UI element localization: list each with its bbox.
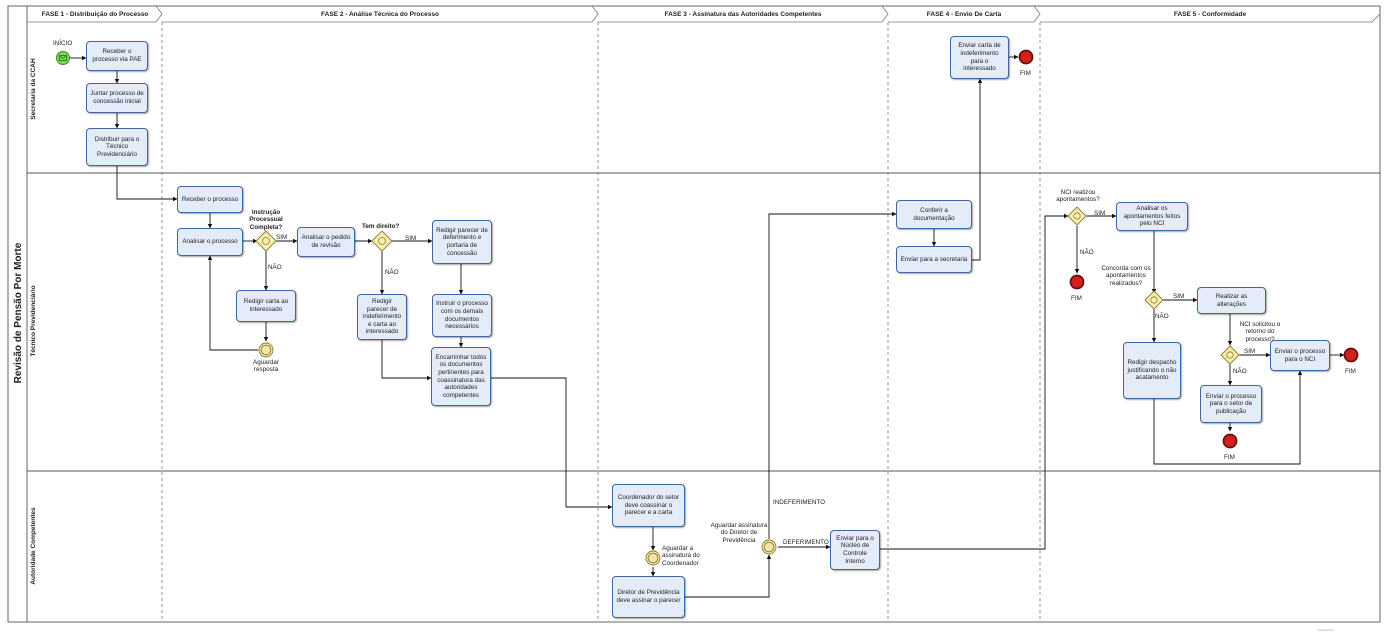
label-nao-direito: NÃO bbox=[385, 269, 399, 276]
phase-title-3: FASE 3 - Assinatura das Autoridades Comp… bbox=[664, 11, 822, 18]
lane-title-autoridades: Autoridade Competentes bbox=[30, 507, 37, 585]
task-receber-processo: Receber o processo bbox=[177, 186, 243, 213]
powered-by: Powered by bbox=[1318, 628, 1334, 632]
task-distribuir: Distribuir para o Técnico Previdenciário bbox=[86, 128, 148, 166]
intermediate-events bbox=[258, 342, 777, 566]
label-indeferimento: INDEFERIMENTO bbox=[773, 499, 826, 506]
phase-title-4: FASE 4 - Envio De Carta bbox=[926, 11, 1002, 18]
task-redigir-parecer-deferimento: Redigir parecer de deferimento e portari… bbox=[432, 220, 492, 264]
gateway-markers bbox=[262, 212, 1234, 359]
task-encaminhar-documentos: Encaminhar todos os documentos pertinent… bbox=[431, 347, 491, 406]
label-deferimento: DEFERIMENTO bbox=[783, 539, 829, 546]
label-nci-realizou: NCI realizou apontamentos? bbox=[1056, 189, 1100, 204]
label-nci-solicitou: NCI solicitou o retorno do processo? bbox=[1239, 321, 1281, 343]
task-redigir-carta: Redigir carta ao interessado bbox=[236, 290, 296, 322]
label-instrucao-processual: Instrução Processual Completa? bbox=[249, 209, 283, 231]
lane-title-tecnico: Técnico Previdenciário bbox=[30, 285, 37, 357]
task-enviar-processo-nci: Enviar o processo para o NCI bbox=[1270, 340, 1330, 371]
task-redigir-parecer-indeferimento: Redigir parecer de indeferimento e carta… bbox=[357, 294, 407, 340]
task-redigir-despacho: Redigir despacho justificando o não acat… bbox=[1123, 342, 1181, 399]
task-enviar-nci: Enviar para o Núcleo de Controle Interno bbox=[830, 530, 880, 570]
task-enviar-publicacao: Enviar o processo para o setor de public… bbox=[1200, 385, 1262, 423]
label-nao-instrucao: NÃO bbox=[268, 264, 282, 271]
label-fim-final: FIM bbox=[1345, 368, 1356, 375]
task-enviar-secretaria: Enviar para a secretaria bbox=[896, 246, 972, 273]
label-sim-retorno: SIM bbox=[1244, 348, 1256, 355]
task-diretor-assinar: Diretor de Previdência deve assinar o pa… bbox=[612, 576, 685, 618]
label-aguardar-resposta: Aguardar resposta bbox=[253, 359, 279, 374]
task-analisar-apontamentos: Analisar os apontamentos feitos pelo NCI bbox=[1116, 202, 1188, 231]
phase-title-1: FASE 1 - Distribuição do Processo bbox=[41, 11, 149, 18]
start-event bbox=[56, 51, 70, 65]
label-aguardar-diretor: Aguardar assinatura do Diretor de Previd… bbox=[710, 522, 768, 544]
task-instruir-processo: Instruir o processo com os demais docume… bbox=[432, 294, 492, 337]
label-fim-carta: FIM bbox=[1020, 70, 1031, 77]
phase-title-5: FASE 5 - Conformidade bbox=[1173, 11, 1247, 18]
phase-separators bbox=[161, 22, 1041, 622]
label-fim-publicacao: FIM bbox=[1224, 454, 1235, 461]
task-conferir-documentacao: Conferir a documentação bbox=[896, 200, 972, 229]
task-enviar-carta: Enviar carta de indeferimento para o int… bbox=[950, 36, 1009, 79]
end-events bbox=[1018, 49, 1359, 449]
task-analisar-pedido: Analisar o pedido de revisão bbox=[297, 227, 355, 257]
gateways bbox=[255, 206, 1240, 365]
label-aguardar-coordenador: Aguardar a assinatura do Coordenador bbox=[662, 545, 700, 567]
label-sim-direito: SIM bbox=[405, 235, 417, 242]
phase-headers bbox=[27, 5, 1381, 23]
label-inicio: INÍCIO bbox=[53, 40, 73, 47]
label-sim-nci: SIM bbox=[1094, 210, 1106, 217]
label-sim-instrucao: SIM bbox=[276, 234, 288, 241]
lane-title-secretaria: Secretaria da CCAH bbox=[30, 58, 37, 120]
task-juntar-processo: Juntar processo de concessão inicial bbox=[86, 83, 148, 113]
label-nao-nci: NÃO bbox=[1080, 249, 1094, 256]
label-nao-concorda: NÃO bbox=[1155, 313, 1169, 320]
label-tem-direito: Tem direito? bbox=[362, 223, 400, 230]
task-analisar-processo: Analisar o processo bbox=[177, 228, 243, 256]
sequence-flows bbox=[70, 54, 1345, 598]
label-nao-retorno: NÃO bbox=[1233, 368, 1247, 375]
pool-title: Revisão de Pensão Por Morte bbox=[13, 242, 24, 384]
task-receber-pae: Receber o processo via PAE bbox=[86, 41, 148, 71]
task-realizar-alteracoes: Realizar as alterações bbox=[1197, 287, 1266, 314]
phase-title-2: FASE 2 - Análise Técnica do Processo bbox=[321, 11, 439, 18]
label-sim-concorda: SIM bbox=[1173, 293, 1185, 300]
label-fim-nci: FIM bbox=[1071, 295, 1082, 302]
task-coordenador-coassinar: Coordenador do setor deve coassinar o pa… bbox=[612, 484, 685, 527]
pool-frame bbox=[7, 5, 1381, 623]
label-concorda: Concorda com os apontamentos realizados? bbox=[1101, 265, 1151, 287]
